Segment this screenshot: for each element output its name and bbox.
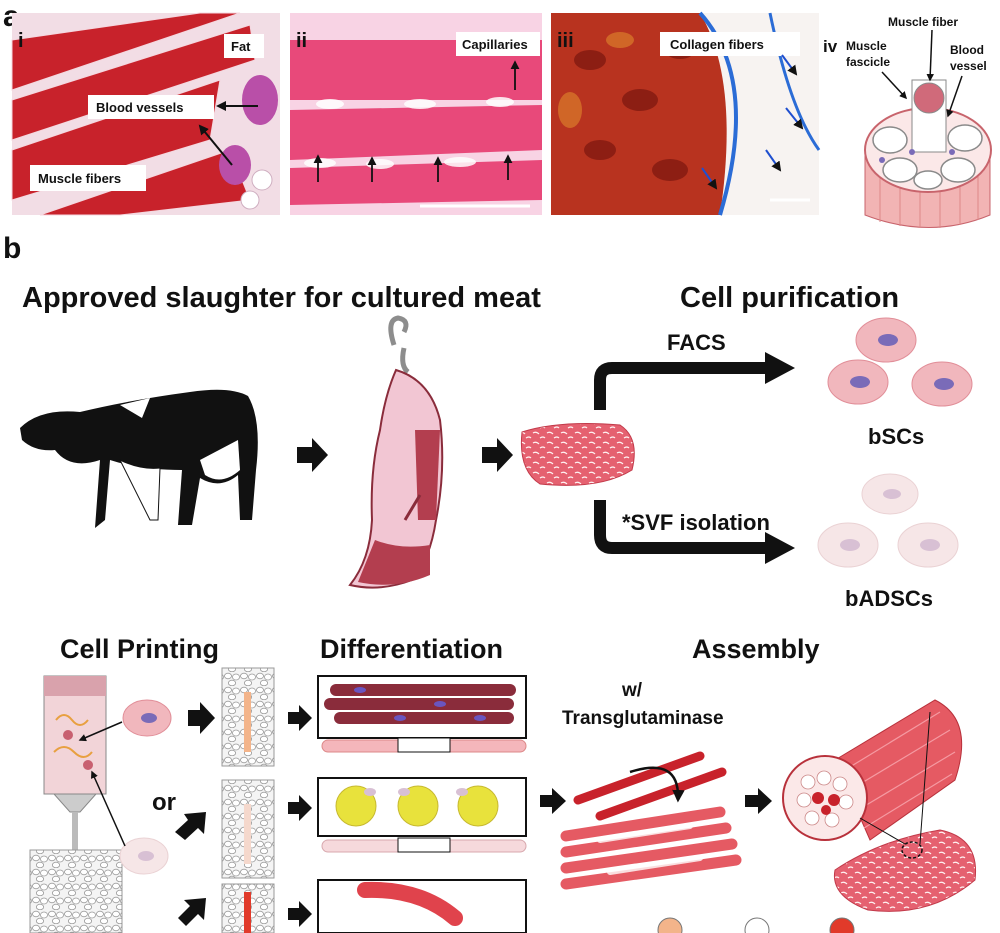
label-blood-vessels: Blood vessels [96,100,183,115]
differentiation-adipocytes [317,777,527,853]
heading-purification: Cell purification [680,282,899,314]
assembled-meat [782,699,977,912]
label-bscs: bSCs [868,424,924,449]
label-muscle-fiber: Muscle fiber [888,15,958,29]
label-transglut-line2: Transglutaminase [562,708,724,729]
heading-printing: Cell Printing [60,634,219,664]
label-muscle-fascicle-line2: fascicle [846,55,890,69]
label-svf: *SVF isolation [622,510,770,535]
numeral-ii: ii [296,30,307,52]
legend-dots [657,917,855,933]
label-blood-vessel-line1: Blood [950,43,984,57]
carcass-illustration [348,315,444,589]
label-muscle-fibers: Muscle fibers [38,171,121,186]
label-collagen: Collagen fibers [670,37,764,52]
muscle-anatomy-iv [864,79,992,228]
fiber-bundle [560,751,742,890]
numeral-iv: iv [823,37,838,56]
step-arrows-printing [175,702,312,927]
label-blood-vessel-line2: vessel [950,59,987,73]
differentiation-myotubes [317,675,527,753]
bscs-cells [827,317,973,407]
numeral-iii: iii [557,30,574,52]
heading-slaughter: Approved slaughter for cultured meat [22,282,541,314]
heading-assembly: Assembly [692,634,820,664]
label-fat: Fat [231,39,251,54]
badscs-cells [817,473,959,568]
label-capillaries: Capillaries [462,37,528,52]
meat-chunk [520,423,635,486]
label-facs: FACS [667,330,726,355]
label-or: or [152,789,176,816]
label-muscle-fascicle-line1: Muscle [846,39,887,53]
micrograph-ii [290,13,542,215]
cow-illustration [20,389,258,528]
step-arrows-row1 [297,438,513,472]
printed-constructs [221,667,275,933]
heading-differentiation: Differentiation [320,634,503,664]
label-badscs: bADSCs [845,586,933,611]
numeral-i: i [18,30,24,52]
purification-branches [594,362,770,554]
differentiation-vessel [317,879,527,933]
panel-b-letter: b [3,232,21,265]
label-transglut-line1: w/ [621,680,643,701]
